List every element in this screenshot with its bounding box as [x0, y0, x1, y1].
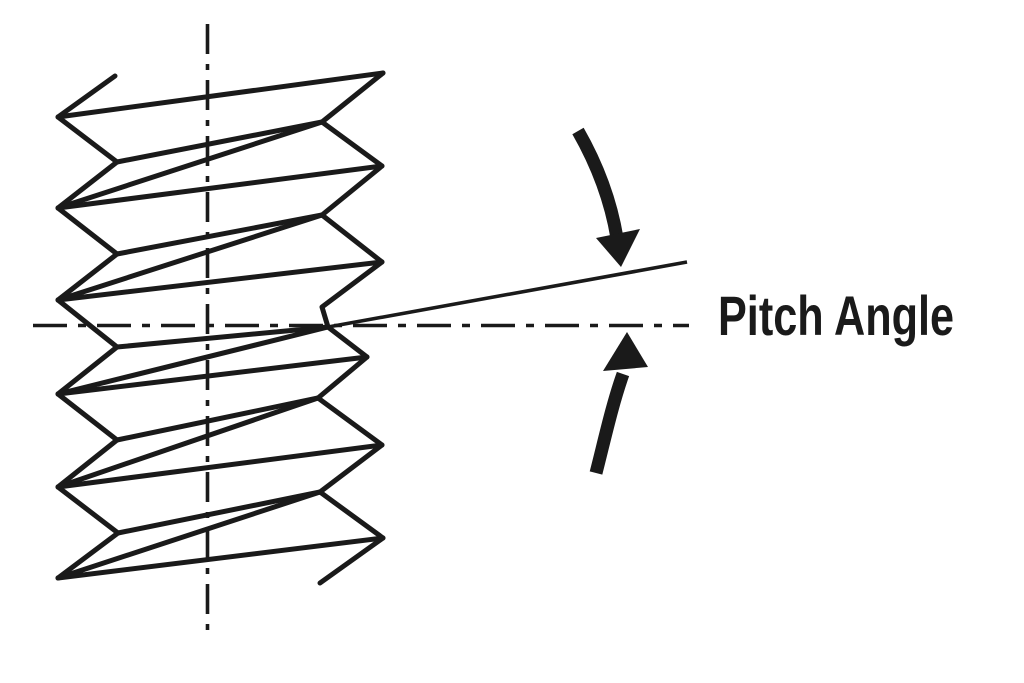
- curved-arrow-up-tail: [589, 371, 630, 475]
- curved-arrow-down-tail: [572, 127, 624, 240]
- thread-crest-lines: [55, 70, 386, 581]
- thread-face-lines: [114, 119, 331, 536]
- curved-arrow-up-icon: [589, 332, 648, 475]
- pitch-angle-label: Pitch Angle: [718, 284, 954, 347]
- curved-arrow-down-icon: [572, 127, 640, 267]
- thread-profile: [55, 70, 386, 586]
- curved-arrow-up-head: [603, 332, 648, 371]
- curved-arrow-down-head: [596, 229, 640, 267]
- thread-left-edge: [55, 73, 121, 581]
- pitch-line: [327, 260, 688, 329]
- thread-root-lines: [55, 119, 331, 581]
